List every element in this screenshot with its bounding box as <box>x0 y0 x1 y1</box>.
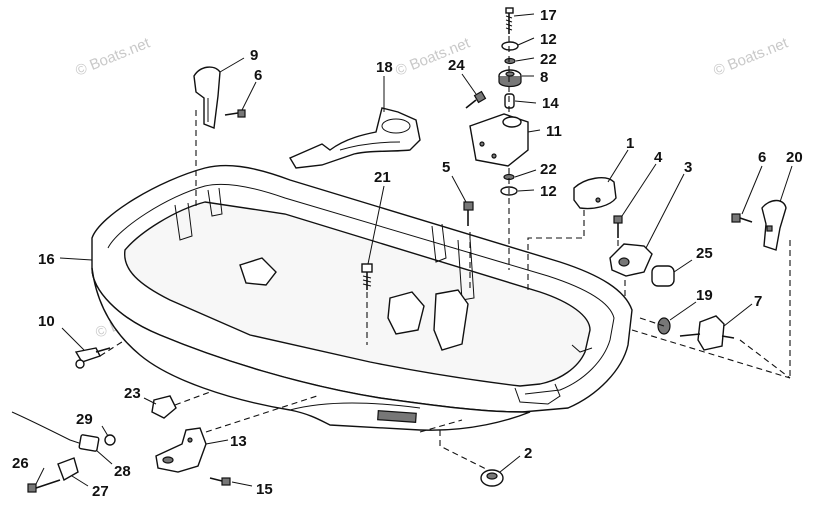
screw-26 <box>27 479 61 493</box>
callout-21: 21 <box>374 169 391 186</box>
callout-6-right: 6 <box>758 149 766 166</box>
callout-8: 8 <box>540 69 548 86</box>
callout-26: 26 <box>12 455 29 472</box>
screw-15 <box>209 477 231 486</box>
cap-1 <box>573 177 617 210</box>
bracket-13 <box>155 427 207 473</box>
washer-12-top <box>501 41 519 51</box>
callout-16: 16 <box>38 251 55 268</box>
grommet-2 <box>480 469 504 487</box>
callout-20: 20 <box>786 149 803 166</box>
callout-12-bottom: 12 <box>540 183 557 200</box>
callout-9: 9 <box>250 47 258 64</box>
callouts: 17 12 22 8 24 14 11 9 6 18 5 22 12 1 4 3… <box>12 7 803 500</box>
callout-17: 17 <box>540 7 557 24</box>
callout-10: 10 <box>38 313 55 330</box>
leader-lines <box>35 13 793 487</box>
clip-9 <box>193 66 221 129</box>
cable-28 <box>11 411 100 452</box>
callout-7: 7 <box>754 293 762 310</box>
callout-11: 11 <box>546 123 562 140</box>
callout-12-top: 12 <box>540 31 557 48</box>
callout-28: 28 <box>114 463 131 480</box>
clamp-27 <box>57 457 79 482</box>
callout-22-bottom: 22 <box>540 161 557 178</box>
screw-5 <box>463 201 474 226</box>
callout-6-left: 6 <box>254 67 262 84</box>
callout-14: 14 <box>542 95 559 112</box>
fitting-7 <box>679 315 735 351</box>
assembly-lines <box>99 36 791 471</box>
grommet-8 <box>498 69 522 88</box>
callout-2: 2 <box>524 445 532 462</box>
screw-21 <box>361 263 373 290</box>
callout-15: 15 <box>256 481 273 498</box>
screw-6-right <box>731 213 753 223</box>
screw-6-left <box>224 109 246 118</box>
callout-24: 24 <box>448 57 465 74</box>
clip-23 <box>151 395 177 419</box>
washer-22-top <box>504 57 516 65</box>
callout-19: 19 <box>696 287 713 304</box>
nut-29 <box>104 434 116 446</box>
bumper-25 <box>651 265 675 287</box>
watermark-top-left: © Boats.net <box>73 34 153 80</box>
callout-25: 25 <box>696 245 713 262</box>
bolt-10 <box>74 347 111 369</box>
bracket-3 <box>609 243 653 277</box>
latch-18 <box>288 107 421 169</box>
callout-23: 23 <box>124 385 141 402</box>
callout-13: 13 <box>230 433 247 450</box>
callout-22-top: 22 <box>540 51 557 68</box>
bracket-11 <box>469 113 529 167</box>
screw-4 <box>613 215 623 238</box>
callout-27: 27 <box>92 483 109 500</box>
bolt-17 <box>505 7 514 34</box>
callout-3: 3 <box>684 159 692 176</box>
screw-24 <box>465 90 487 109</box>
callout-1: 1 <box>626 135 634 152</box>
watermark-top-right: © Boats.net <box>711 34 791 80</box>
callout-18: 18 <box>376 59 393 76</box>
callout-4: 4 <box>654 149 663 166</box>
clip-20 <box>761 199 787 251</box>
callout-5: 5 <box>442 159 450 176</box>
callout-29: 29 <box>76 411 93 428</box>
lower-motor-cover <box>91 164 633 431</box>
